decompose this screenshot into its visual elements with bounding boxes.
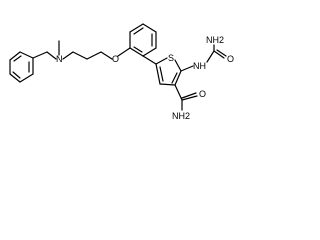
bond [142,23,157,33]
bond-inner [133,46,143,53]
bond [142,55,157,65]
bond [9,73,21,83]
bond-inner [12,71,21,79]
bond-inner [13,55,22,62]
bond [174,59,182,72]
bond [155,63,161,85]
bond [100,51,113,60]
amine-nitrogen-label: N [56,54,63,64]
urea-nh-label: NH [193,61,206,71]
bond-inner [133,27,144,35]
bond [181,92,197,99]
bond [9,51,21,61]
bond [19,51,34,59]
bond-inner [159,66,164,82]
bond [129,23,144,33]
bond [32,51,48,59]
bond [129,47,144,57]
atom-labels: N O S NH2 O NH O NH2 [56,35,234,121]
ether-oxygen-label: O [112,54,119,64]
bond [142,47,157,57]
bond [72,51,88,60]
bond [206,50,215,63]
bond [174,84,183,101]
bond [159,83,176,86]
bond [62,51,74,60]
amide-oxygen-label: O [199,89,206,99]
thiophene-sulfur-label: S [168,53,174,63]
bond [117,47,131,57]
molecule-structure: N O S NH2 O NH O NH2 [9,23,234,121]
amide-nh2-label: NH2 [172,111,190,121]
bond [180,65,194,72]
bond [181,95,198,101]
bond [213,50,225,59]
bond [46,51,57,60]
bond [86,51,102,60]
bond-inner [171,72,178,84]
bond [216,49,227,57]
bond [155,57,168,65]
bonds [9,23,227,111]
bond [174,70,182,86]
urea-oxygen-label: O [227,54,234,64]
bond [19,73,34,83]
urea-nh2-label: NH2 [206,35,224,45]
